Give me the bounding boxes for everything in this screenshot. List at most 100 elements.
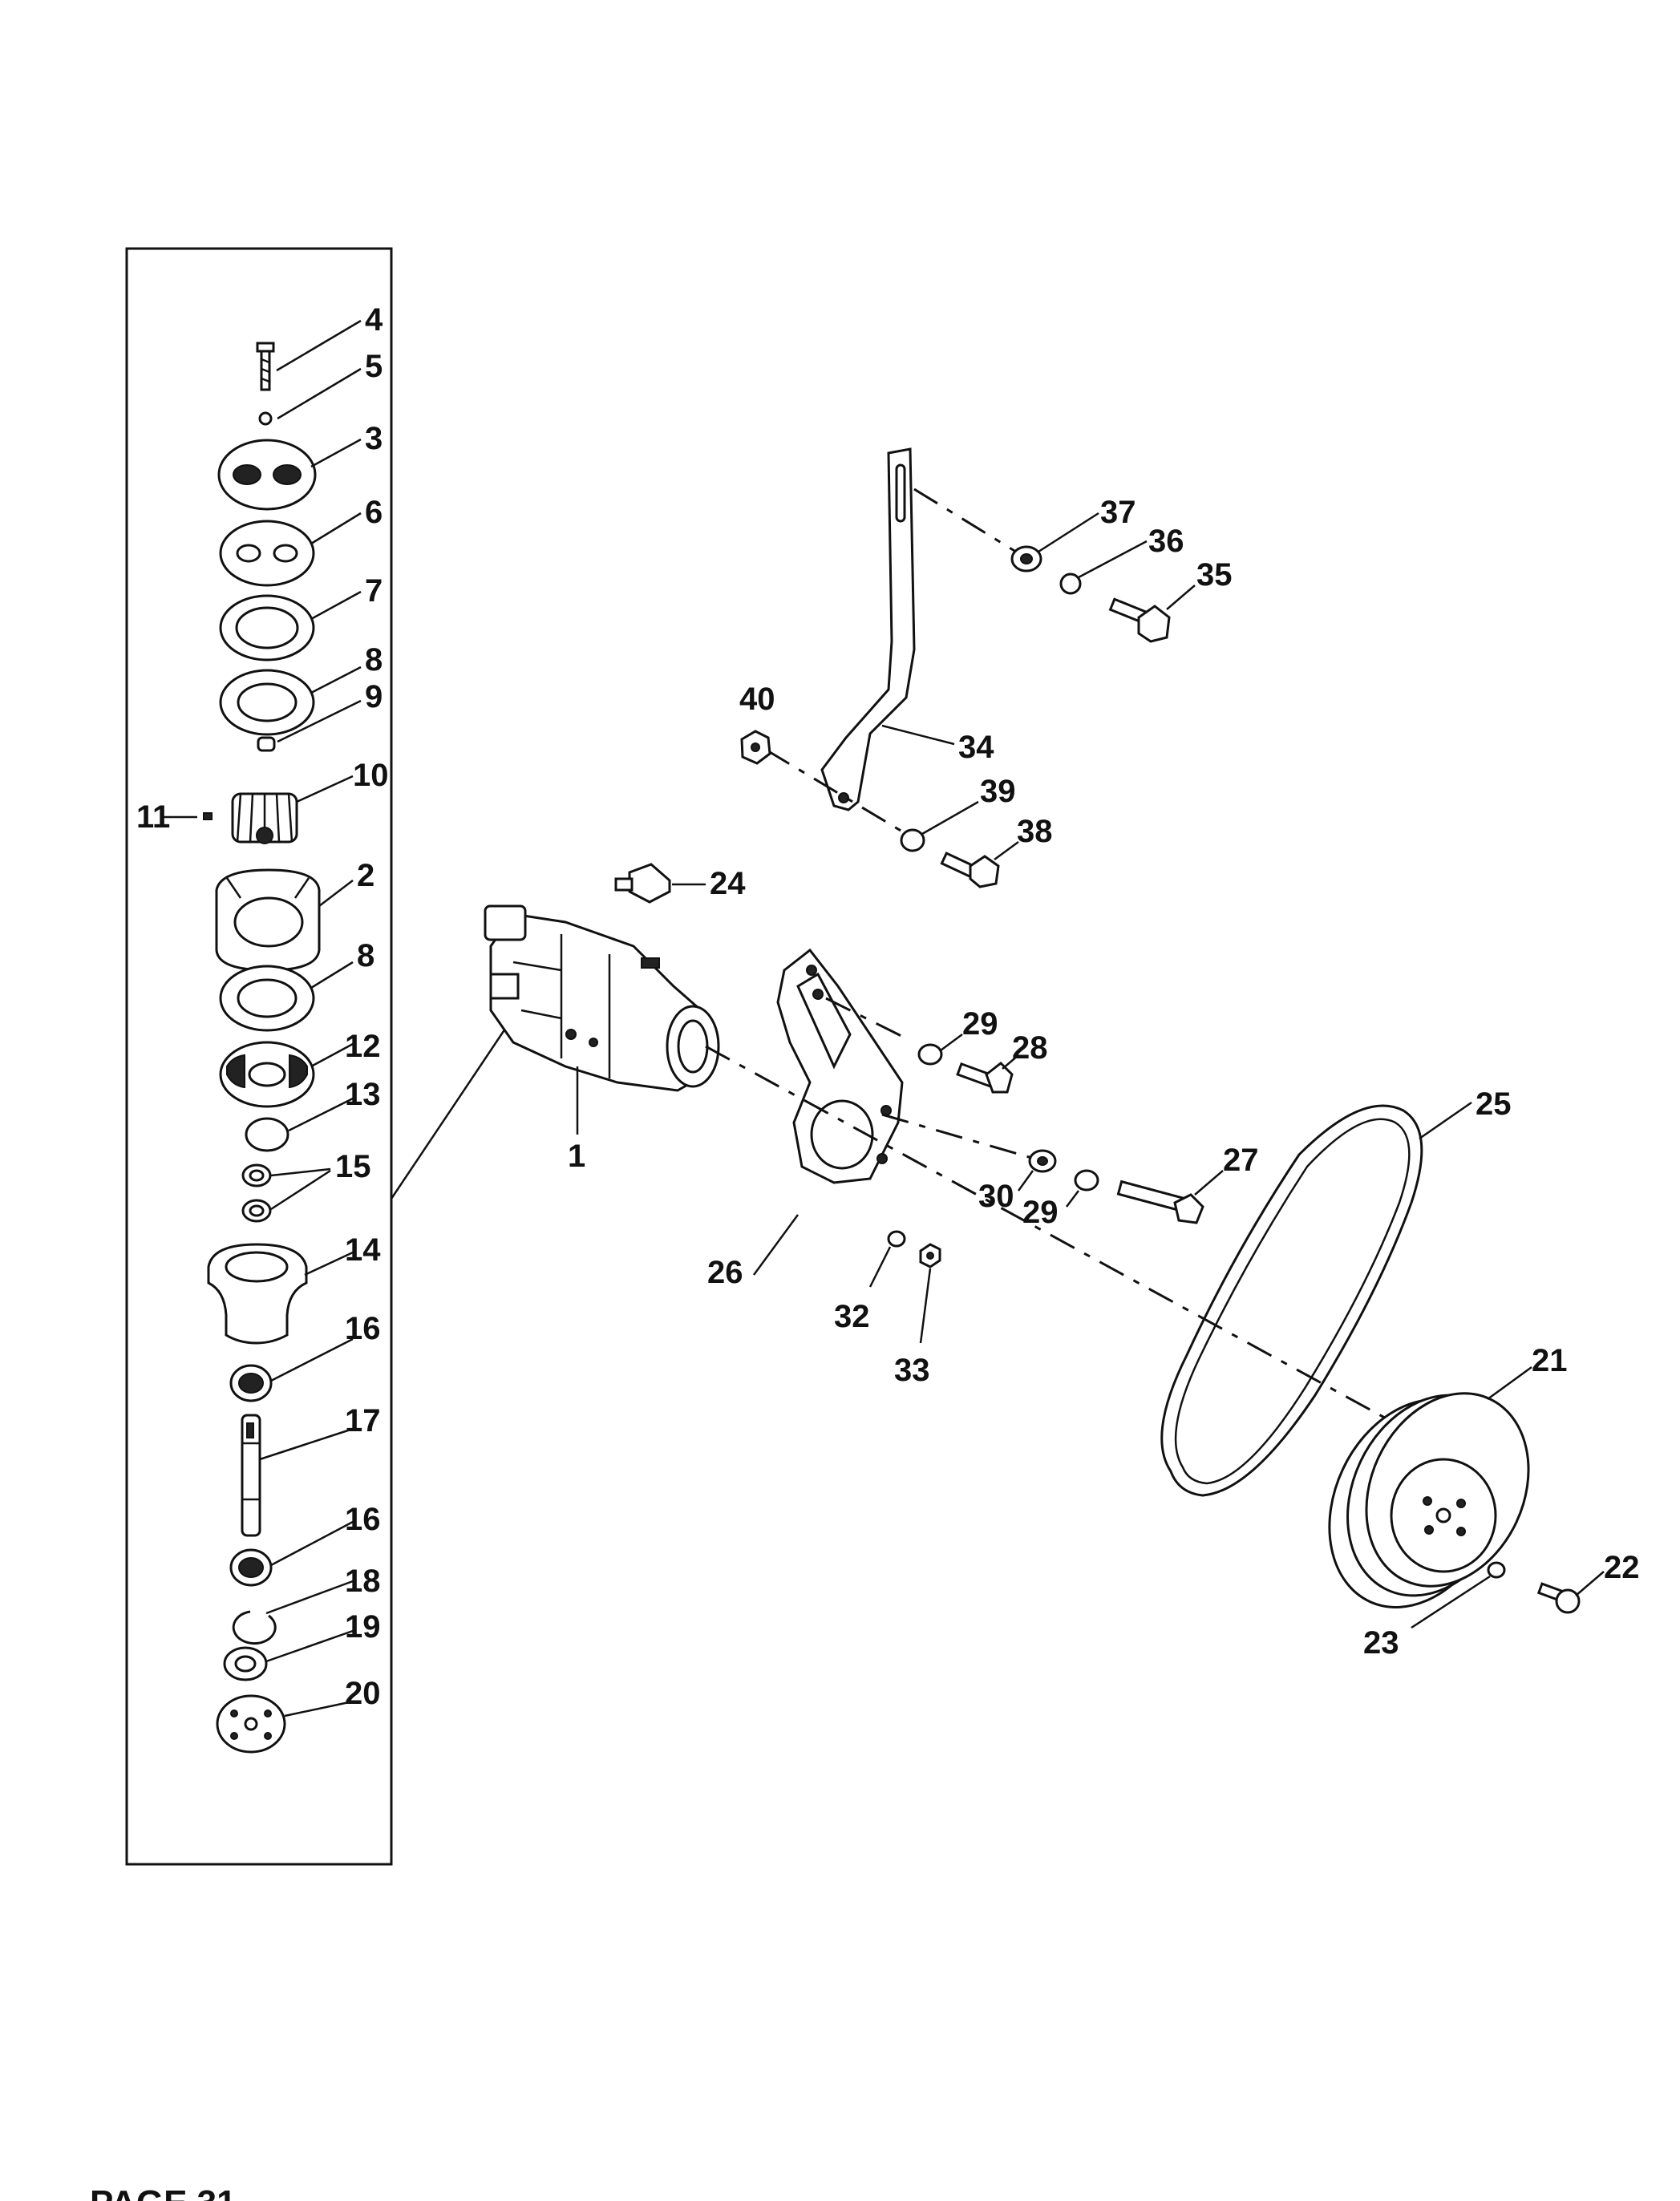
callout-1: 1 [568,1139,585,1174]
callout-20: 20 [345,1676,381,1711]
part-7-wear-plate [219,594,315,662]
part-25-leader [1419,1101,1472,1140]
part-21-pulley [1328,1392,1530,1608]
callout-29-lower: 29 [1022,1195,1059,1230]
part-30-washer [1028,1149,1057,1173]
callout-16-lower: 16 [345,1502,381,1537]
part-23-washer [1487,1561,1506,1579]
callout-15: 15 [335,1149,371,1184]
part-16-bearing-upper [229,1364,273,1402]
part-33-nut [919,1243,941,1268]
callout-38: 38 [1017,814,1053,849]
callout-6: 6 [365,495,383,530]
callout-4: 4 [365,302,383,338]
callout-28: 28 [1012,1030,1048,1066]
part-30-leader [1017,1170,1034,1192]
pump-components-inset-box [125,247,393,1866]
part-16-bearing-lower [229,1548,273,1587]
part-22-bolt [1536,1582,1581,1614]
part-11-key [203,812,213,820]
part-36-lockwasher [1059,573,1082,595]
part-40-nut [740,730,771,765]
part-37-washer [1010,545,1042,573]
part-29-lockwasher-lower [1074,1169,1099,1192]
assembly-centerline [705,1045,1476,1469]
part-14-bearing-housing [207,1243,308,1345]
callout-26: 26 [707,1255,743,1290]
part-9-plug [257,736,276,752]
part-35-leader [1166,585,1196,610]
part-33-leader [919,1268,932,1344]
part-32-leader [868,1246,892,1288]
part-25-drive-belt [1160,1104,1423,1497]
part-29-upper-leader [940,1033,963,1052]
callout-9: 9 [365,679,383,714]
part-26-leader [752,1214,800,1276]
part-18-retaining-ring [232,1610,277,1645]
callout-7: 7 [365,573,383,609]
callout-39: 39 [980,774,1016,809]
callout-8-upper: 8 [365,642,383,678]
part-5-washer [258,411,273,426]
callout-35: 35 [1196,557,1233,593]
part-39-leader [921,800,979,835]
part-24-fitting [614,863,671,904]
part-23-leader [1411,1575,1491,1629]
bracket-bolt-centerline-lower [881,1113,1035,1160]
callout-27: 27 [1223,1143,1259,1178]
part-4-screw [256,342,275,391]
part-8-gasket-upper [219,669,315,736]
callout-2: 2 [357,858,374,893]
bracket-bolt-centerline-upper [825,997,907,1040]
callout-10: 10 [353,758,389,793]
part-32-washer [887,1230,906,1248]
callout-32: 32 [834,1299,870,1334]
part-35-bolt [1108,597,1171,643]
callout-13: 13 [345,1077,381,1112]
part-8-gasket-lower [219,965,315,1032]
part-15-seals [241,1163,272,1223]
part-22-leader [1575,1571,1605,1596]
callout-18: 18 [345,1564,381,1599]
callout-29-upper: 29 [962,1006,998,1042]
part-28-leader [1002,1054,1019,1070]
callout-34: 34 [958,730,994,765]
callout-23: 23 [1363,1625,1399,1661]
part-10-impeller [231,792,298,844]
part-26-mounting-bracket [776,948,904,1184]
part-36-leader [1078,540,1148,579]
callout-19: 19 [345,1609,381,1645]
part-34-adjusting-brace [820,447,916,811]
callout-25: 25 [1476,1086,1512,1122]
part-6-gasket [219,520,315,587]
callout-16-upper: 16 [345,1311,381,1346]
callout-5: 5 [365,349,383,384]
brace-lower-centerline [765,748,907,835]
callout-21: 21 [1532,1343,1568,1378]
callout-22: 22 [1604,1550,1640,1585]
part-17-shaft [241,1414,261,1537]
callout-36: 36 [1148,524,1184,559]
part-34-leader [881,724,955,746]
callout-24: 24 [710,866,746,901]
callout-3: 3 [365,421,383,456]
part-29-lower-leader [1066,1190,1079,1208]
part-13-o-ring [245,1117,289,1152]
part-21-leader [1487,1366,1532,1401]
brace-upper-centerline [913,488,1019,555]
page-footer: PAGE 31 [90,2183,237,2201]
part-28-bolt [956,1062,1014,1094]
part-39-lockwasher [900,828,925,852]
callout-40: 40 [739,682,775,717]
part-29-lockwasher-upper [917,1043,943,1066]
callout-37: 37 [1100,495,1136,530]
part-1-seawater-pump-assembly [484,904,720,1092]
left-leader-lines [160,319,362,1718]
part-3-end-cover [217,439,317,511]
inset-to-pump-leader [390,1026,508,1200]
callout-11: 11 [136,799,170,835]
part-27-leader [1194,1170,1224,1196]
part-12-wear-plate [219,1041,315,1108]
callout-12: 12 [345,1029,381,1064]
